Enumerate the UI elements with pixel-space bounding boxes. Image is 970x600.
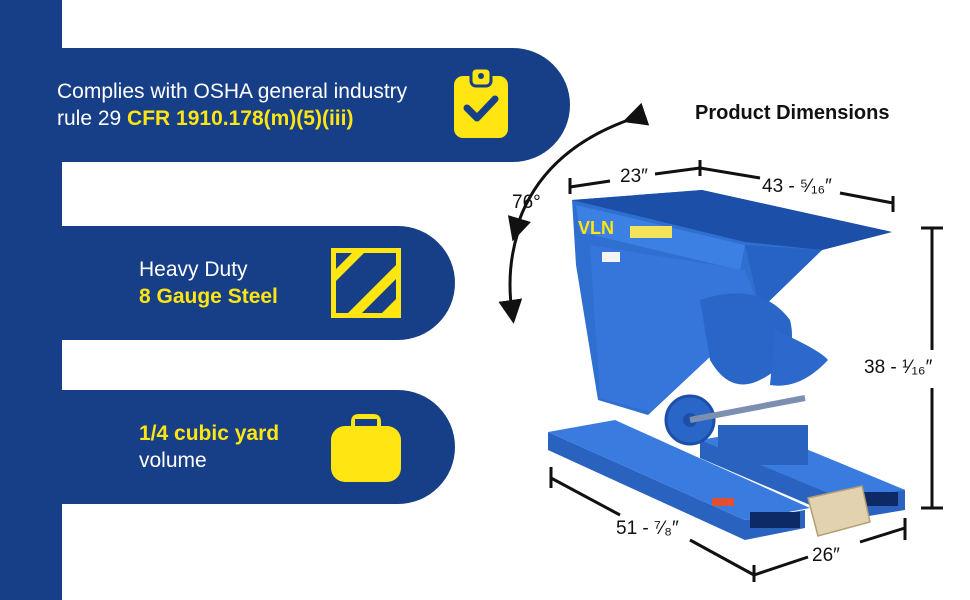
brand-logo: VLN [578, 218, 614, 238]
feature-osha-compliance: Complies with OSHA general industry rule… [0, 48, 570, 162]
feature-osha-line1: Complies with OSHA general industry [57, 80, 408, 103]
clipboard-check-icon [452, 66, 510, 145]
tilt-arc-arrow-lower [498, 231, 523, 324]
feature-osha-line2: rule 29 CFR 1910.178(m)(5)(iii) [57, 105, 407, 132]
hazard-stripes-icon [329, 246, 403, 325]
height-label: 38 - ¹⁄₁₆″ [864, 357, 933, 378]
feature-steel-line1: Heavy Duty [139, 258, 248, 281]
feature-volume: 1/4 cubic yard volume [0, 390, 455, 504]
base-dimension-lines [549, 467, 907, 582]
hopper-warning-labels [602, 226, 672, 262]
height-dimension-line [921, 226, 943, 510]
hopper-box-icon [329, 410, 403, 489]
feature-osha-rule: CFR 1910.178(m)(5)(iii) [127, 107, 354, 130]
tilt-arc-arrow [507, 102, 650, 242]
base-length-label: 51 - ⁷⁄₈″ [616, 518, 679, 539]
feature-osha-line2-plain: rule 29 [57, 107, 128, 130]
top-dimension-lines [568, 160, 895, 212]
feature-osha-text: Complies with OSHA general industry rule… [57, 78, 407, 132]
feature-volume-text: 1/4 cubic yard volume [139, 420, 279, 474]
base-width-label: 26″ [812, 545, 840, 566]
release-pedal [807, 485, 871, 537]
feature-steel-gauge: 8 Gauge Steel [139, 285, 278, 308]
hopper-body [572, 190, 892, 465]
feature-volume-label: volume [139, 449, 207, 472]
product-dimensions-title: Product Dimensions [695, 102, 890, 124]
feature-volume-amount: 1/4 cubic yard [139, 422, 280, 445]
feature-steel-text: Heavy Duty 8 Gauge Steel [139, 256, 278, 310]
top-length-label: 43 - ⁵⁄₁₆″ [762, 176, 832, 197]
feature-steel: Heavy Duty 8 Gauge Steel [0, 226, 455, 340]
